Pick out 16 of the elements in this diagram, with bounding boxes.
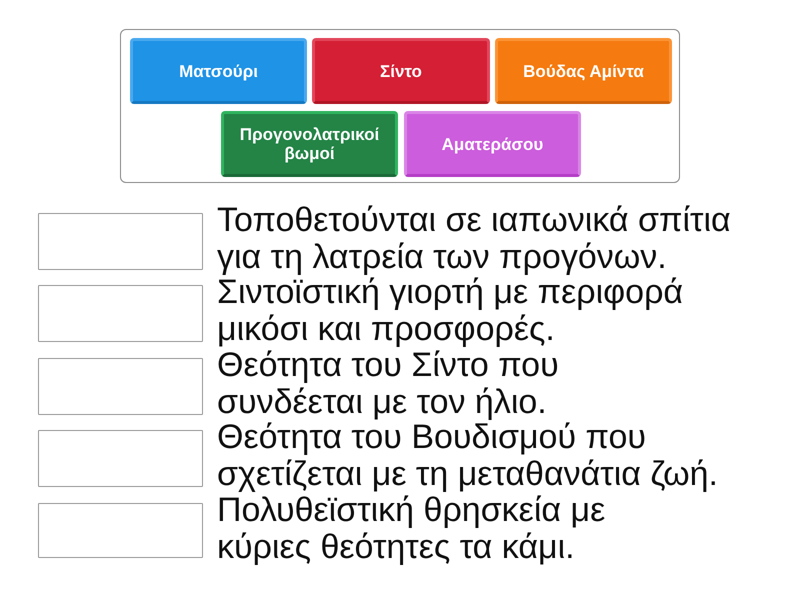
definition-text: Τοποθετούνται σε ιαπωνικά σπίτια για τη λατρεία των προγόνων.: [217, 202, 732, 276]
definition-text: Σιντοϊστική γιορτή με περιφορά μικόσι και προσφορές.: [217, 274, 684, 348]
definition-text: Θεότητα του Βουδισμού που σχετίζεται με τη μεταθανάτια ζωή.: [217, 419, 719, 493]
answer-box: [38, 358, 203, 415]
answer-box: [38, 503, 203, 558]
answer-box: [38, 213, 203, 270]
word-tile: Βούδας Αμίντα: [495, 38, 672, 104]
definition-text: Θεότητα του Σίντο που συνδέεται με τον ήλιο.: [217, 347, 560, 421]
word-tile: Σίντο: [312, 38, 490, 104]
tile-panel: [120, 29, 680, 183]
word-tile: Ματσούρι: [130, 38, 307, 104]
word-tile: Αματεράσου: [404, 111, 581, 177]
answer-box: [38, 285, 203, 342]
definition-text: Πολυθεϊστική θρησκεία με κύριες θεότητες τα κάμι.: [217, 492, 606, 566]
answer-box: [38, 430, 203, 487]
word-tile: Προγονολατρικοί βωμοί: [221, 111, 398, 177]
